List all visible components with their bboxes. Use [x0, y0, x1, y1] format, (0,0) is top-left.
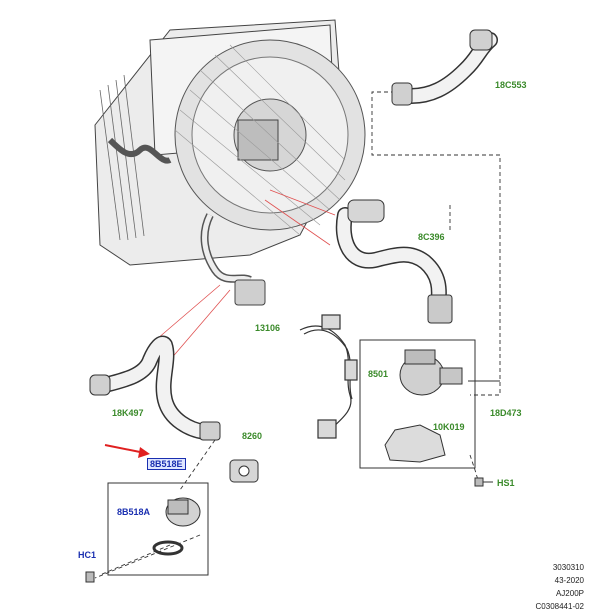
label-8c396: 8C396: [418, 232, 445, 242]
assembly-box-8b518e: [107, 482, 209, 576]
pump-assembly-box: [359, 339, 500, 469]
hose-18k497: [89, 335, 221, 441]
screw-hs1: [474, 477, 493, 487]
ref-line-2: 43-2020: [554, 576, 584, 585]
label-10k019: 10K019: [433, 422, 465, 432]
label-8501: 8501: [368, 369, 389, 379]
label-8b518a: 8B518A: [117, 507, 151, 517]
label-hc1: HC1: [78, 550, 97, 560]
label-18k497: 18K497: [112, 408, 144, 418]
label-8260: 8260: [242, 431, 263, 441]
label-18c553: 18C553: [495, 80, 527, 90]
ref-line-3: AJ200P: [555, 589, 584, 598]
pointer-arrow: [104, 444, 150, 458]
dashed-leaders: [94, 91, 501, 579]
reference-block: 3030310 43-2020 AJ200P C0308441-02: [536, 561, 584, 609]
zoom-lines: [149, 189, 336, 361]
label-18d473: 18D473: [490, 408, 522, 418]
radiator-fan-module: [94, 19, 366, 306]
hose-18c553: [391, 29, 498, 106]
label-8b518e-highlight: 8B518E: [147, 458, 186, 470]
label-hs1: HS1: [497, 478, 515, 488]
clip-8260: [229, 459, 259, 483]
harness-13106: [299, 314, 358, 439]
ref-line-4: C0308441-02: [535, 602, 584, 609]
ref-line-1: 3030310: [552, 563, 584, 572]
label-13106: 13106: [255, 323, 281, 333]
hose-8c396: [335, 199, 453, 324]
screw-hc1: [85, 571, 95, 583]
